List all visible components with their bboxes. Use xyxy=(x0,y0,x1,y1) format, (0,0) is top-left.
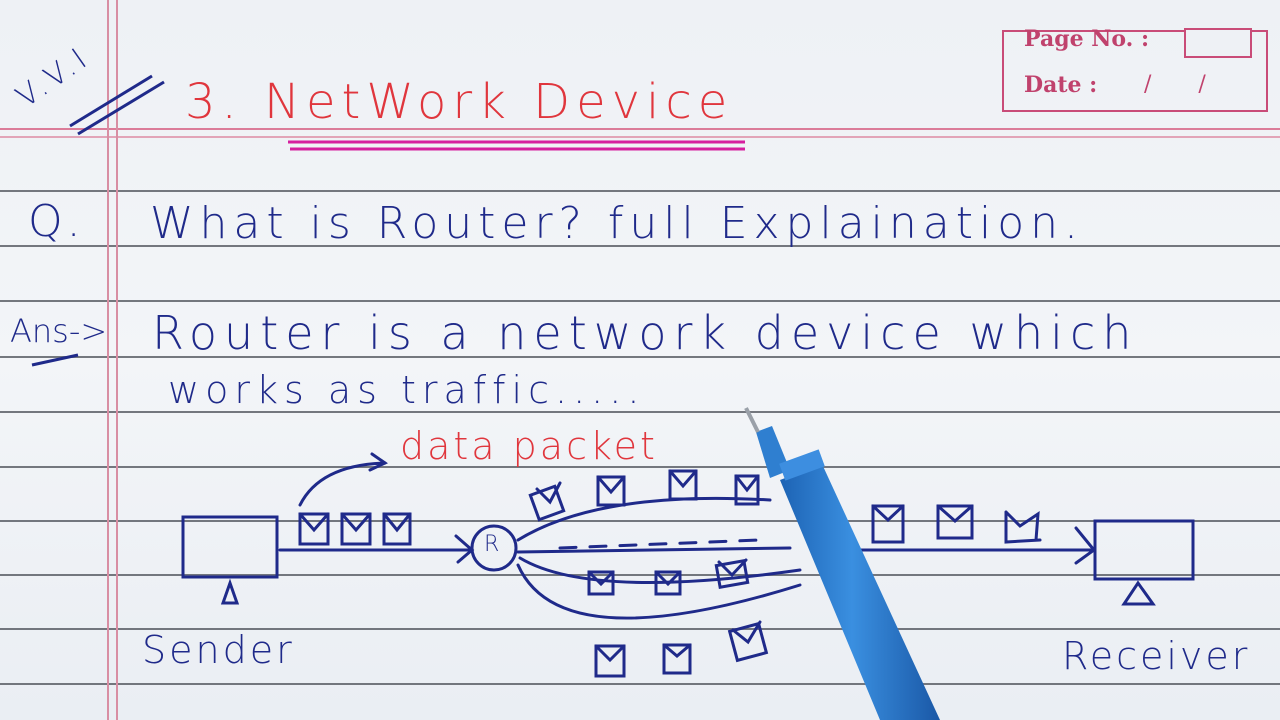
answer-line-1: Router is a network device which xyxy=(152,306,1139,360)
date-value: / / xyxy=(1144,72,1226,97)
data-packet-annotation: data packet xyxy=(400,424,658,468)
sender-computer-icon xyxy=(181,515,279,605)
ruled-line xyxy=(0,190,1280,192)
answer-marker: Ans-> xyxy=(10,312,108,350)
header-rule-2 xyxy=(0,136,1280,138)
router-label: R xyxy=(484,532,500,557)
ruled-line xyxy=(0,520,1280,522)
margin-line xyxy=(116,0,118,720)
router-icon xyxy=(470,524,518,572)
answer-line-2: works as traffic..... xyxy=(168,368,646,412)
page-no-label: Page No. : xyxy=(1024,26,1150,52)
ruled-line xyxy=(0,411,1280,413)
page-title: 3. NetWork Device xyxy=(185,74,734,130)
question-text: What is Router? full Explaination. xyxy=(150,198,1084,249)
page-date-box: Page No. : Date : / / xyxy=(1002,26,1268,112)
packet-icons xyxy=(298,512,412,546)
ruled-line xyxy=(0,245,1280,247)
ruled-line xyxy=(0,300,1280,302)
date-label: Date : xyxy=(1024,72,1098,98)
ruled-line xyxy=(0,466,1280,468)
page-no-field xyxy=(1184,28,1252,58)
receiver-label: Receiver xyxy=(1062,634,1251,678)
ruled-line xyxy=(0,628,1280,630)
receiver-computer-icon xyxy=(1093,519,1195,606)
ruled-line xyxy=(0,356,1280,358)
header-rule xyxy=(0,128,1280,130)
ruled-line xyxy=(0,683,1280,685)
ruled-line xyxy=(0,574,1280,576)
question-marker: Q. xyxy=(28,196,85,247)
margin-line xyxy=(107,0,109,720)
sender-label: Sender xyxy=(142,628,295,672)
